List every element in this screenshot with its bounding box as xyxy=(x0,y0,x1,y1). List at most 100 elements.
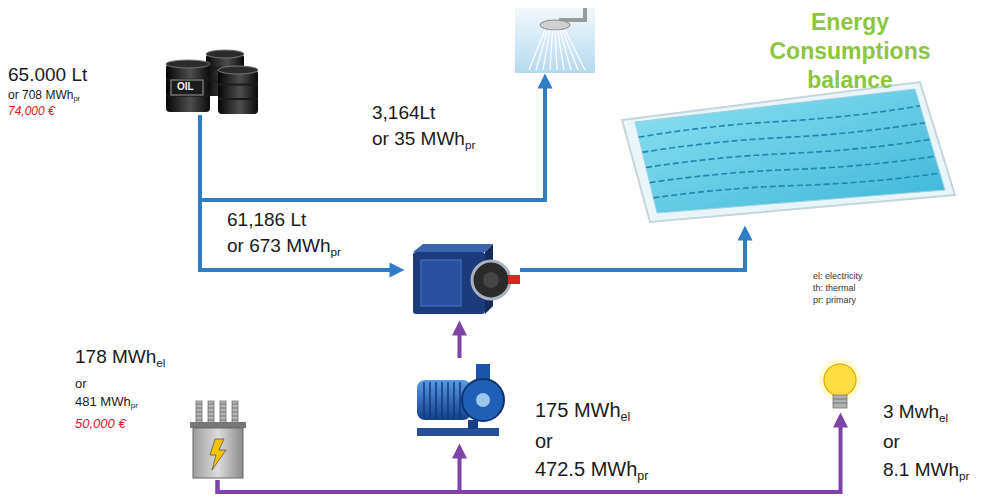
swimming-pool xyxy=(615,75,960,225)
drawing-part xyxy=(208,408,214,409)
drawing-part xyxy=(421,260,461,306)
drawing-part xyxy=(193,428,243,478)
shower-icon xyxy=(515,8,595,73)
legend-entry: el: electricity xyxy=(813,270,863,282)
drawing-part xyxy=(220,416,226,417)
drawing-part xyxy=(208,420,214,421)
drawing-part xyxy=(565,30,585,70)
light-bulb: 3 Mwhel or 8.1 MWhpr xyxy=(818,362,863,412)
drawing-part xyxy=(196,401,202,423)
drawing-part xyxy=(417,428,499,436)
legend-entry: pr: primary xyxy=(813,294,856,306)
legend-text: pr: primary xyxy=(813,295,856,305)
swimming-pool-drawing xyxy=(615,75,960,225)
drawing-part xyxy=(196,412,202,413)
drawing-part xyxy=(833,403,847,404)
drawing-part xyxy=(196,420,202,421)
drawing-part xyxy=(206,50,244,58)
unit-subscript: el xyxy=(156,356,165,369)
value-text: 178 MWhel xyxy=(75,345,165,371)
legend-text: el: electricity xyxy=(813,271,863,281)
drawing-part xyxy=(220,404,226,405)
drawing-part xyxy=(441,382,442,418)
diagram-title: Energy Consumptions balance xyxy=(735,8,965,95)
drawing-part xyxy=(218,98,258,100)
unit-subscript: pr xyxy=(959,469,969,482)
unit-subscript: pr xyxy=(465,138,475,151)
drawing-part xyxy=(232,412,238,413)
drawing-part xyxy=(232,408,238,409)
boiler-icon xyxy=(405,240,520,320)
light-bulb-drawing xyxy=(818,362,863,412)
transformer-icon: 178 MWhelor 481 MWhpr50,000 € xyxy=(185,395,250,480)
drawing-part xyxy=(550,30,553,70)
drawing-part xyxy=(232,404,238,405)
drawing-part xyxy=(453,382,454,418)
drawing-part xyxy=(166,64,210,112)
drawing-part xyxy=(208,416,214,417)
drawing-part xyxy=(558,30,565,70)
unit-subscript: pr xyxy=(73,94,80,103)
legend-entry: th: thermal xyxy=(813,282,856,294)
drawing-part xyxy=(472,261,510,299)
flow-arrow xyxy=(520,233,745,270)
drawing-part xyxy=(429,382,430,418)
pump-icon: 175 MWhel or 472.5 MWhpr xyxy=(412,358,507,443)
drawing-part xyxy=(635,89,945,213)
value-text: or 481 MWhpr xyxy=(75,375,138,413)
drawing-part xyxy=(540,20,570,30)
drawing-part xyxy=(208,401,214,423)
drawing-part xyxy=(413,244,493,252)
value-text: 65.000 Lt xyxy=(8,63,87,87)
drawing-part xyxy=(824,364,856,396)
transformer-icon-drawing xyxy=(185,395,250,480)
drawing-part xyxy=(232,401,238,423)
flow-label: 61,186 Lt or 673 MWhpr xyxy=(225,207,343,261)
drawing-part xyxy=(171,80,203,95)
drawing-part xyxy=(220,408,226,409)
drawing-part xyxy=(622,82,955,222)
value-text: 3 Mwhel or 8.1 MWhpr xyxy=(883,398,970,486)
drawing-part xyxy=(166,60,210,68)
drawing-part xyxy=(196,404,202,405)
drawing-part xyxy=(218,66,258,74)
drawing-part xyxy=(435,382,436,418)
drawing-part xyxy=(220,412,226,413)
unit-subscript: el xyxy=(621,410,631,424)
pump-icon-drawing xyxy=(412,358,507,443)
drawing-part xyxy=(210,439,226,470)
drawing-part xyxy=(220,420,226,421)
drawing-part xyxy=(536,30,548,70)
flow-arrow xyxy=(200,81,545,200)
drawing-part xyxy=(447,382,448,418)
drawing-part xyxy=(476,393,490,407)
drawing-part xyxy=(543,30,550,70)
oil-barrels: 65.000 Ltor 708 MWhpr74,000 € xyxy=(160,50,260,115)
value-text: or 708 MWhpr xyxy=(8,88,80,104)
drawing-part xyxy=(232,416,238,417)
drawing-part xyxy=(196,408,202,409)
flow-label: 3,164Lt or 35 MWhpr xyxy=(370,100,477,154)
drawing-part xyxy=(642,123,925,153)
boiler-icon-drawing xyxy=(405,240,520,320)
legend-text: th: thermal xyxy=(813,283,856,293)
drawing-part xyxy=(833,399,847,400)
drawing-part xyxy=(190,422,246,428)
flow-arrow xyxy=(200,115,397,270)
drawing-part xyxy=(459,382,460,418)
unit-subscript: pr xyxy=(131,401,138,410)
shower-icon-drawing xyxy=(515,8,595,73)
drawing-part xyxy=(196,416,202,417)
value-text: 74,000 € xyxy=(8,104,55,119)
flow-arrow xyxy=(218,451,460,492)
drawing-part xyxy=(208,412,214,413)
unit-subscript: pr xyxy=(637,469,648,483)
value-text: 50,000 € xyxy=(75,416,126,432)
drawing-part xyxy=(208,404,214,405)
drawing-part xyxy=(468,420,478,429)
drawing-part xyxy=(508,275,520,284)
drawing-part xyxy=(639,106,920,137)
